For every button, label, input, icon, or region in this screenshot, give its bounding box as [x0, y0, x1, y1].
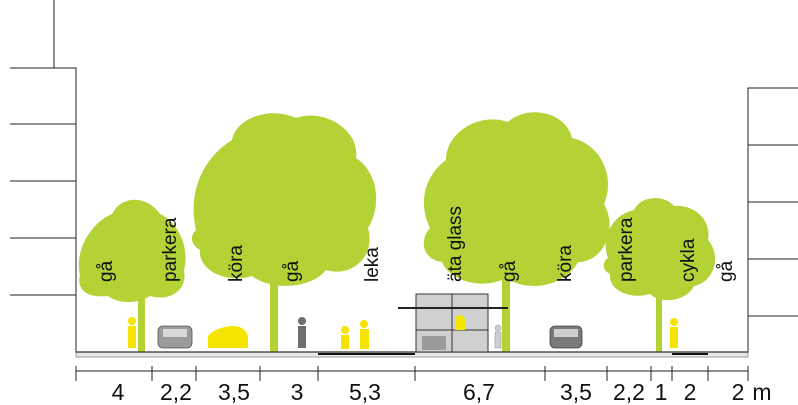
dimension-value: 2,2 [160, 379, 192, 405]
dimension-unit: m [752, 379, 771, 405]
label-ata-glass: äta glass [445, 206, 466, 282]
tree-right-large [423, 112, 610, 353]
dimension-value: 2,2 [613, 379, 645, 405]
children-playing [341, 320, 369, 349]
people [128, 317, 678, 349]
label-ga-right: gå [499, 260, 520, 282]
person-yellow-right [670, 318, 678, 348]
dimension-value: 3 [291, 379, 304, 405]
dimension-value: 6,7 [463, 379, 495, 405]
car-yellow [208, 326, 248, 348]
dimension-value: 2 [684, 379, 697, 405]
dimension-line [75, 366, 749, 381]
label-parkera-right: parkera [616, 217, 637, 282]
person-white-right [494, 324, 502, 349]
tree-right-small [603, 198, 716, 353]
dimension-value: 3,5 [218, 379, 250, 405]
tree-left-large [191, 113, 377, 353]
dimension-value: 4 [112, 379, 125, 405]
left-building [10, 0, 77, 353]
parked-car-gray-right [549, 325, 583, 349]
dimension-value: 2 [732, 379, 745, 405]
label-ga-mid: gå [282, 260, 303, 282]
street-surface [75, 351, 749, 358]
label-kora-right: köra [555, 245, 576, 282]
label-ga-far-right: gå [716, 260, 737, 282]
activity-labels: gå parkera köra gå leka äta glass gå kör… [96, 206, 737, 282]
parked-car-gray-left [157, 325, 193, 349]
dimension-value: 3,5 [560, 379, 592, 405]
label-cykla: cykla [678, 238, 699, 282]
label-kora-left: köra [226, 245, 247, 282]
tree-left-small [78, 199, 186, 353]
dimension-value: 1 [655, 379, 668, 405]
label-parkera-left: parkera [160, 217, 181, 282]
ice-cream-kiosk [398, 293, 508, 353]
dimension-value: 5,3 [349, 379, 381, 405]
vehicles [157, 325, 583, 349]
label-ga-left: gå [96, 260, 117, 282]
dimension-values: 4 2,2 3,5 3 5,3 6,7 3,5 2,2 1 2 2 m [112, 379, 772, 405]
person-yellow-left [128, 317, 136, 348]
person-gray-walking [298, 317, 306, 348]
right-building [747, 87, 798, 353]
trees [78, 112, 716, 353]
label-leka: leka [362, 247, 383, 282]
